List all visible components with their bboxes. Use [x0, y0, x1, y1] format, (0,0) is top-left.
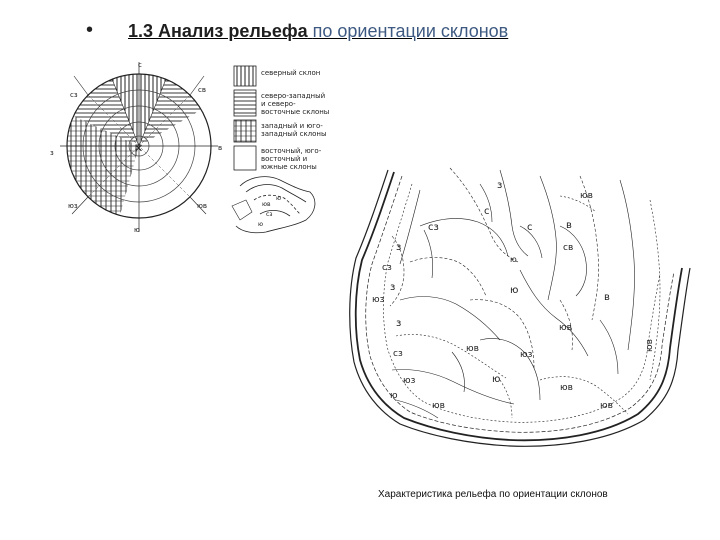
- slide-title: 1.3 Анализ рельефа по ориентации склонов: [128, 20, 508, 42]
- map-label: юз: [520, 350, 533, 360]
- example-map-label-1: юв: [262, 201, 271, 208]
- legend-swatch-nw-ne: [233, 89, 257, 117]
- map-label: сз: [382, 263, 392, 273]
- map-label: з: [396, 318, 401, 329]
- compass-ne: св: [198, 86, 206, 94]
- compass-n: с: [138, 61, 142, 69]
- example-map-label-3: сз: [266, 211, 273, 218]
- map-label: юз: [403, 376, 416, 386]
- legend-swatch-west: [233, 119, 257, 143]
- map-label: юв: [645, 339, 655, 352]
- map-label: в: [604, 292, 610, 303]
- title-part-link: по ориентации склонов: [312, 21, 509, 41]
- compass-nw: сз: [70, 91, 78, 99]
- legend-text-west: западный и юго- западный склоны: [261, 122, 327, 138]
- compass-se: юв: [197, 202, 207, 210]
- bullet-marker: •: [86, 19, 94, 41]
- map-label: ю: [492, 374, 500, 385]
- map-label: с: [527, 222, 533, 233]
- legend-swatch-north: [233, 65, 257, 87]
- map-label: сз: [393, 349, 403, 359]
- example-map-label-2: ю: [276, 195, 281, 202]
- map-label: юв: [466, 344, 479, 354]
- map-label: ю: [510, 285, 518, 296]
- map-label: юв: [560, 383, 573, 393]
- title-part-bold: 1.3 Анализ рельефа: [128, 21, 308, 41]
- figure-caption: Характеристика рельефа по ориентации скл…: [378, 489, 608, 500]
- example-map-label-4: ю: [258, 221, 263, 228]
- map-label: з: [396, 242, 401, 253]
- compass-diagram: с ю з в сз св юз юв ✕: [50, 61, 222, 234]
- map-label: ю: [390, 391, 398, 401]
- map-label: юв: [559, 323, 572, 333]
- example-map: юв ю сз ю: [231, 176, 316, 234]
- compass-sw: юз: [68, 202, 78, 210]
- compass-w: з: [50, 149, 54, 157]
- map-label: з: [390, 282, 395, 293]
- map-label: св: [563, 243, 573, 253]
- legend-text-nw-ne: северо-западный и северо- восточные скло…: [261, 92, 329, 116]
- map-label: юв: [432, 401, 445, 411]
- map-label: в: [566, 220, 572, 231]
- map-label: сз: [428, 222, 439, 233]
- legend: северный склон северо-западный и северо-…: [233, 65, 329, 171]
- legend-text-east-south: восточный, юго- восточный и южные склоны: [261, 147, 323, 171]
- legend-swatch-east-south: [233, 145, 257, 171]
- map-label: юв: [580, 191, 593, 201]
- compass-s: ю: [134, 226, 140, 234]
- map-label: с: [484, 206, 490, 217]
- map-label: ю: [510, 255, 517, 264]
- slope-map: з с юв сз с в св з сз ю з юз ю в з юв сз…: [349, 167, 691, 447]
- map-label: з: [497, 180, 502, 191]
- center-mark: ✕: [134, 142, 143, 155]
- map-label: юз: [372, 295, 385, 305]
- map-label: юв: [600, 401, 613, 411]
- legend-text-north: северный склон: [261, 69, 320, 77]
- compass-e: в: [218, 144, 222, 152]
